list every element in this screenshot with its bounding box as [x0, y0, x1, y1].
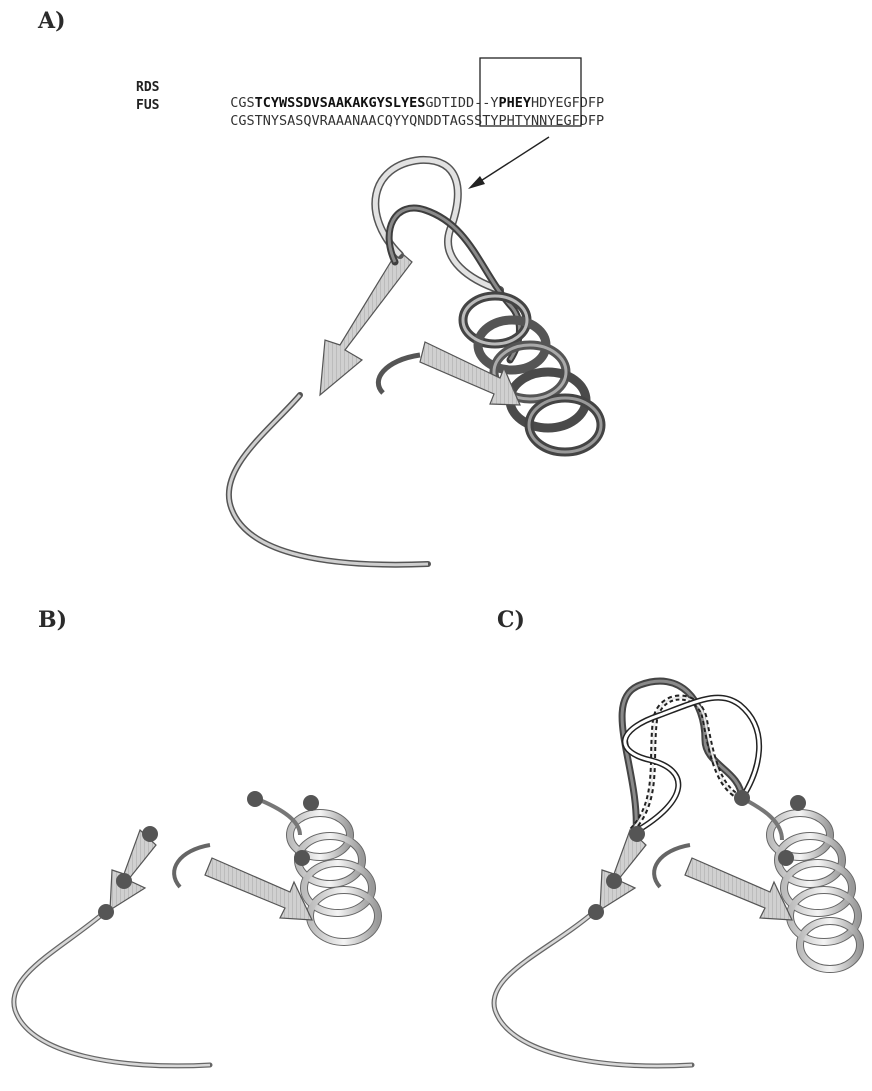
residue-marker — [588, 904, 604, 920]
beta-strand-1-a — [320, 250, 412, 395]
loop-pointer-arrow — [468, 137, 549, 189]
residue-marker — [247, 791, 263, 807]
residue-marker — [142, 826, 158, 842]
coil-short-a — [378, 355, 420, 393]
structure-panel-b — [14, 791, 378, 1066]
beta-strand-1-c — [600, 830, 646, 910]
residue-marker — [778, 850, 794, 866]
residue-marker — [606, 873, 622, 889]
coil-tail-b — [14, 912, 210, 1066]
residue-marker — [790, 795, 806, 811]
alignment-highlight-box — [480, 58, 581, 126]
residue-marker — [303, 795, 319, 811]
coil-tail-c — [494, 912, 692, 1066]
beta-strand-1-b — [110, 830, 156, 910]
residue-marker — [116, 873, 132, 889]
alpha-helix-b — [290, 813, 378, 942]
residue-marker — [734, 790, 750, 806]
residue-marker — [629, 826, 645, 842]
coil-short-b — [174, 845, 210, 887]
residue-marker — [294, 850, 310, 866]
structure-panel-a — [229, 160, 601, 565]
loop-dark-a — [389, 208, 519, 360]
residue-marker — [98, 904, 114, 920]
coil-short-c — [654, 845, 690, 887]
structure-panel-c — [494, 681, 860, 1066]
